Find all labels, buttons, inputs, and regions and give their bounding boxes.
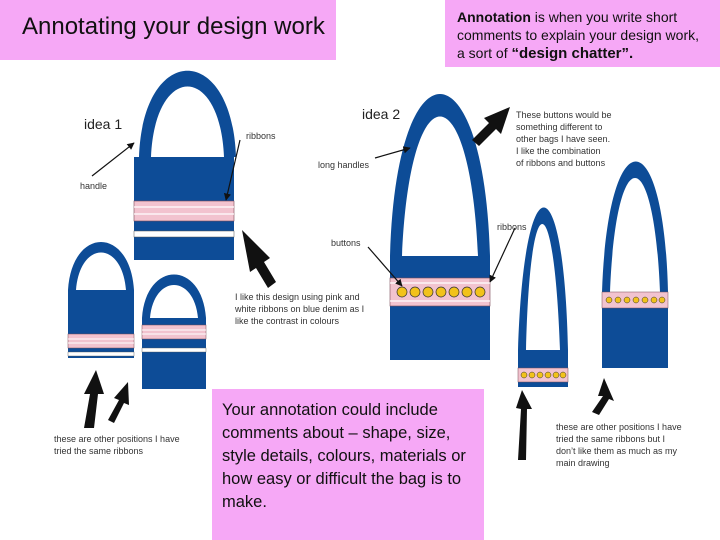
arrow-idea1-other-a [84,370,104,428]
idea1-other-positions-note: these are other positions I have tried t… [54,433,180,457]
idea2-alt-bag-b [602,162,668,369]
idea1-pink-ribbon [134,201,234,221]
idea2-buttons-label: buttons [331,237,361,249]
idea2-buttons-note: These buttons would be something differe… [516,109,612,169]
idea2-other-positions-note: these are other positions I have tried t… [556,421,682,469]
idea2-long-handle [390,94,490,256]
idea2-bag-body [390,256,490,360]
arrow-idea1-like [242,230,276,288]
idea1-handle-label: handle [80,180,107,192]
idea1-white-ribbon [134,231,234,237]
comment-box: Your annotation could include comments a… [212,389,484,540]
arrow-idea2-other-b [592,378,614,415]
idea1-handle [139,71,236,157]
comment-text: Your annotation could include comments a… [222,399,476,514]
idea1-main-bag [134,71,236,260]
idea2-ribbons-label: ribbons [497,221,527,233]
idea2-main-bag [390,94,490,360]
idea1-like-note: I like this design using pink and white … [235,291,364,327]
arrow-idea1-other-b [108,382,129,423]
idea2-long-handles-label: long handles [318,159,369,171]
arrow-idea2-other-a [516,390,532,460]
idea1-title: idea 1 [84,116,122,132]
idea2-title: idea 2 [362,106,400,122]
arrow-idea2-buttons-note [472,107,510,146]
idea1-ribbons-label: ribbons [246,130,276,142]
idea1-alt-bag-b [142,275,206,390]
idea1-alt-bag-a [68,242,134,358]
idea2-alt-bag-a [518,208,568,388]
